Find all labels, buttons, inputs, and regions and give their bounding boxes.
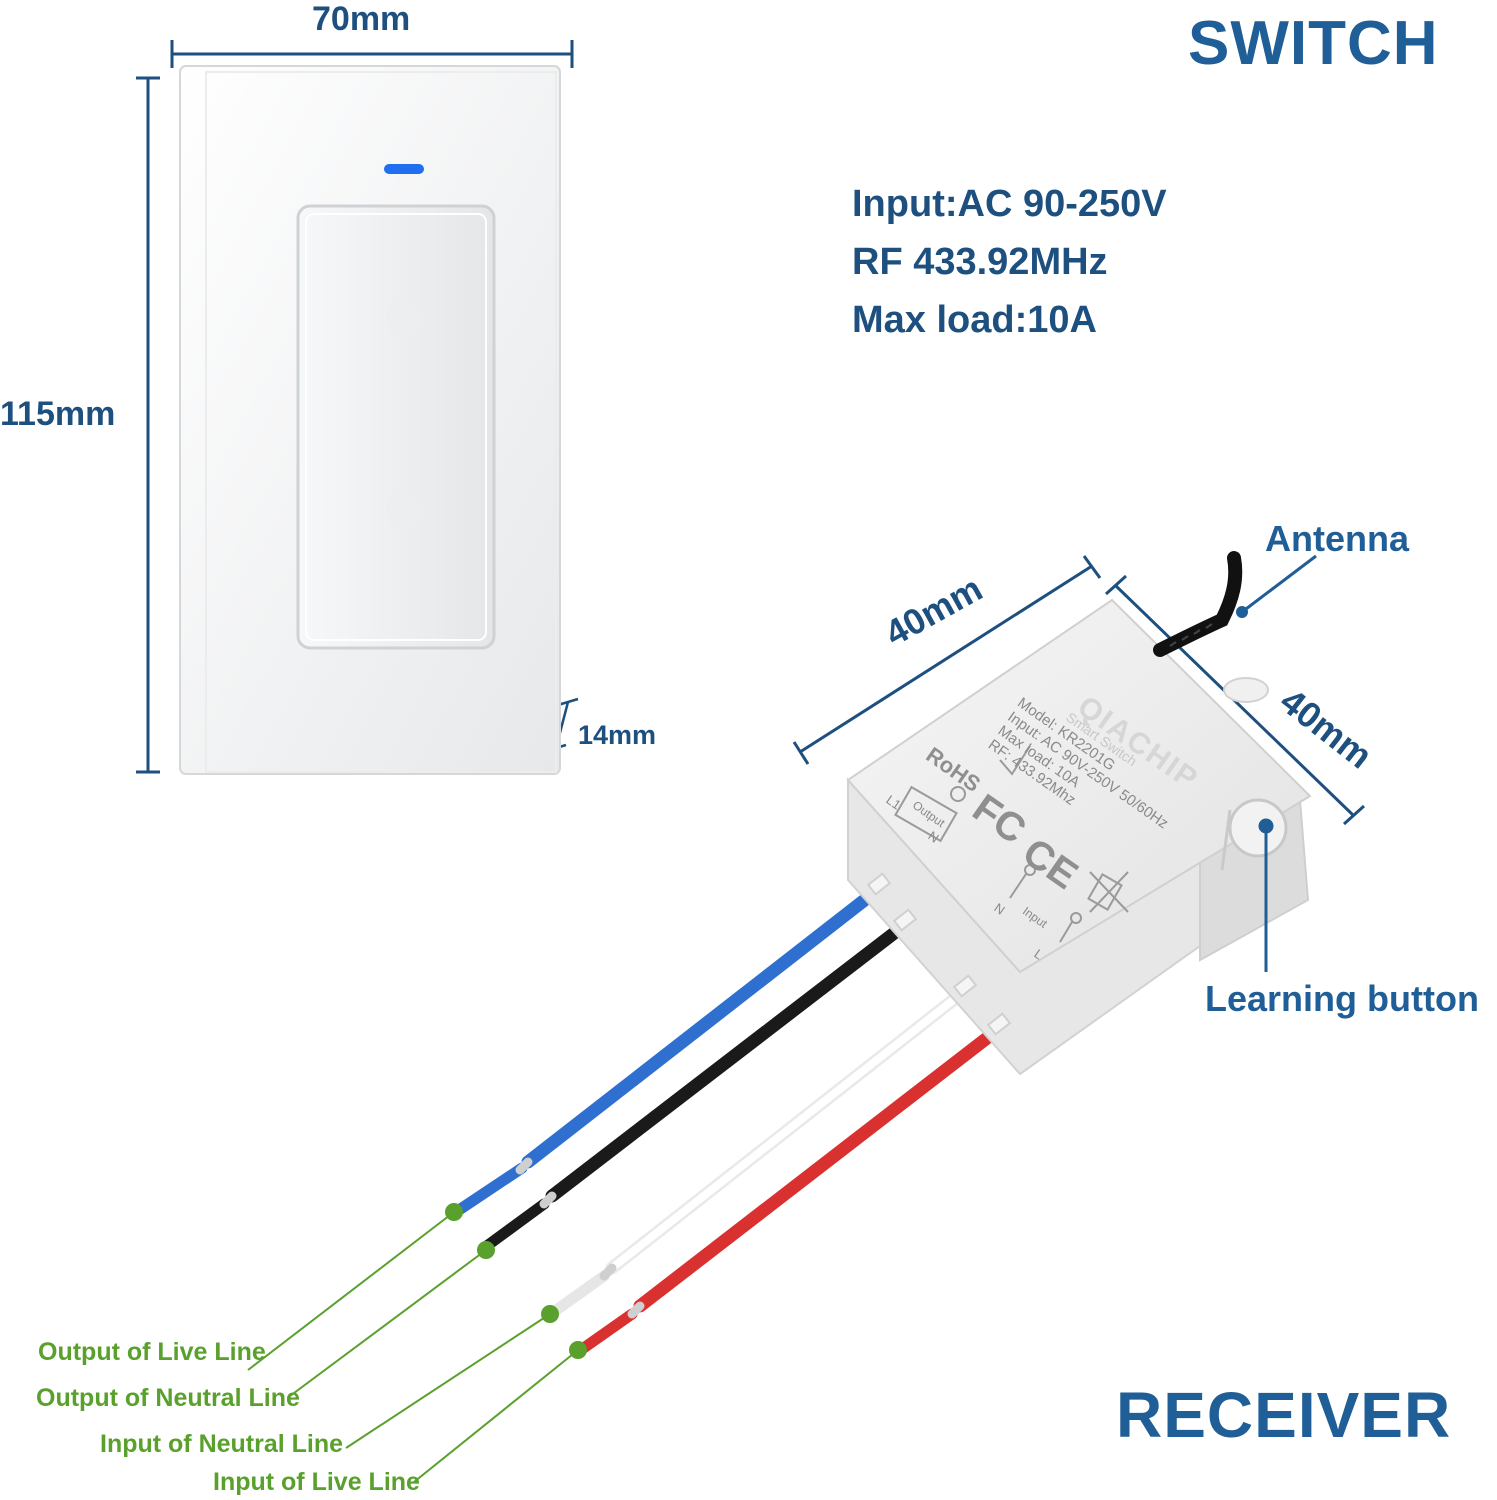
receiver-length-dimension [792, 555, 1102, 765]
switch-height-label: 115mm [0, 395, 116, 433]
wire-label-input-neutral: Input of Neutral Line [100, 1430, 344, 1458]
switch-width-label: 70mm [312, 0, 411, 38]
receiver-box [846, 598, 1312, 1076]
antenna-callout: Antenna [1265, 518, 1409, 559]
wire-leaders [247, 1203, 587, 1483]
receiver-title: RECEIVER [1116, 1379, 1452, 1451]
wire-label-output-neutral: Output of Neutral Line [36, 1384, 300, 1412]
spec-max-load: Max load:10A [852, 299, 1097, 341]
wire-label-output-live: Output of Live Line [38, 1338, 266, 1366]
learning-button-leader [1258, 818, 1274, 972]
learning-button-callout: Learning button [1205, 978, 1479, 1019]
spec-input: Input:AC 90-250V [852, 183, 1167, 225]
spec-list: Input:AC 90-250V RF 433.92MHz Max load:1… [852, 175, 1167, 349]
switch-width-dimension [170, 40, 574, 68]
wire-ports [866, 872, 1012, 1036]
wire-label-input-live: Input of Live Line [213, 1468, 420, 1496]
switch-height-dimension [136, 76, 160, 774]
wall-switch [179, 65, 561, 775]
switch-depth-label: 14mm [578, 720, 657, 750]
switch-title: SWITCH [1188, 9, 1439, 78]
spec-rf: RF 433.92MHz [852, 241, 1108, 283]
antenna [1153, 551, 1317, 657]
